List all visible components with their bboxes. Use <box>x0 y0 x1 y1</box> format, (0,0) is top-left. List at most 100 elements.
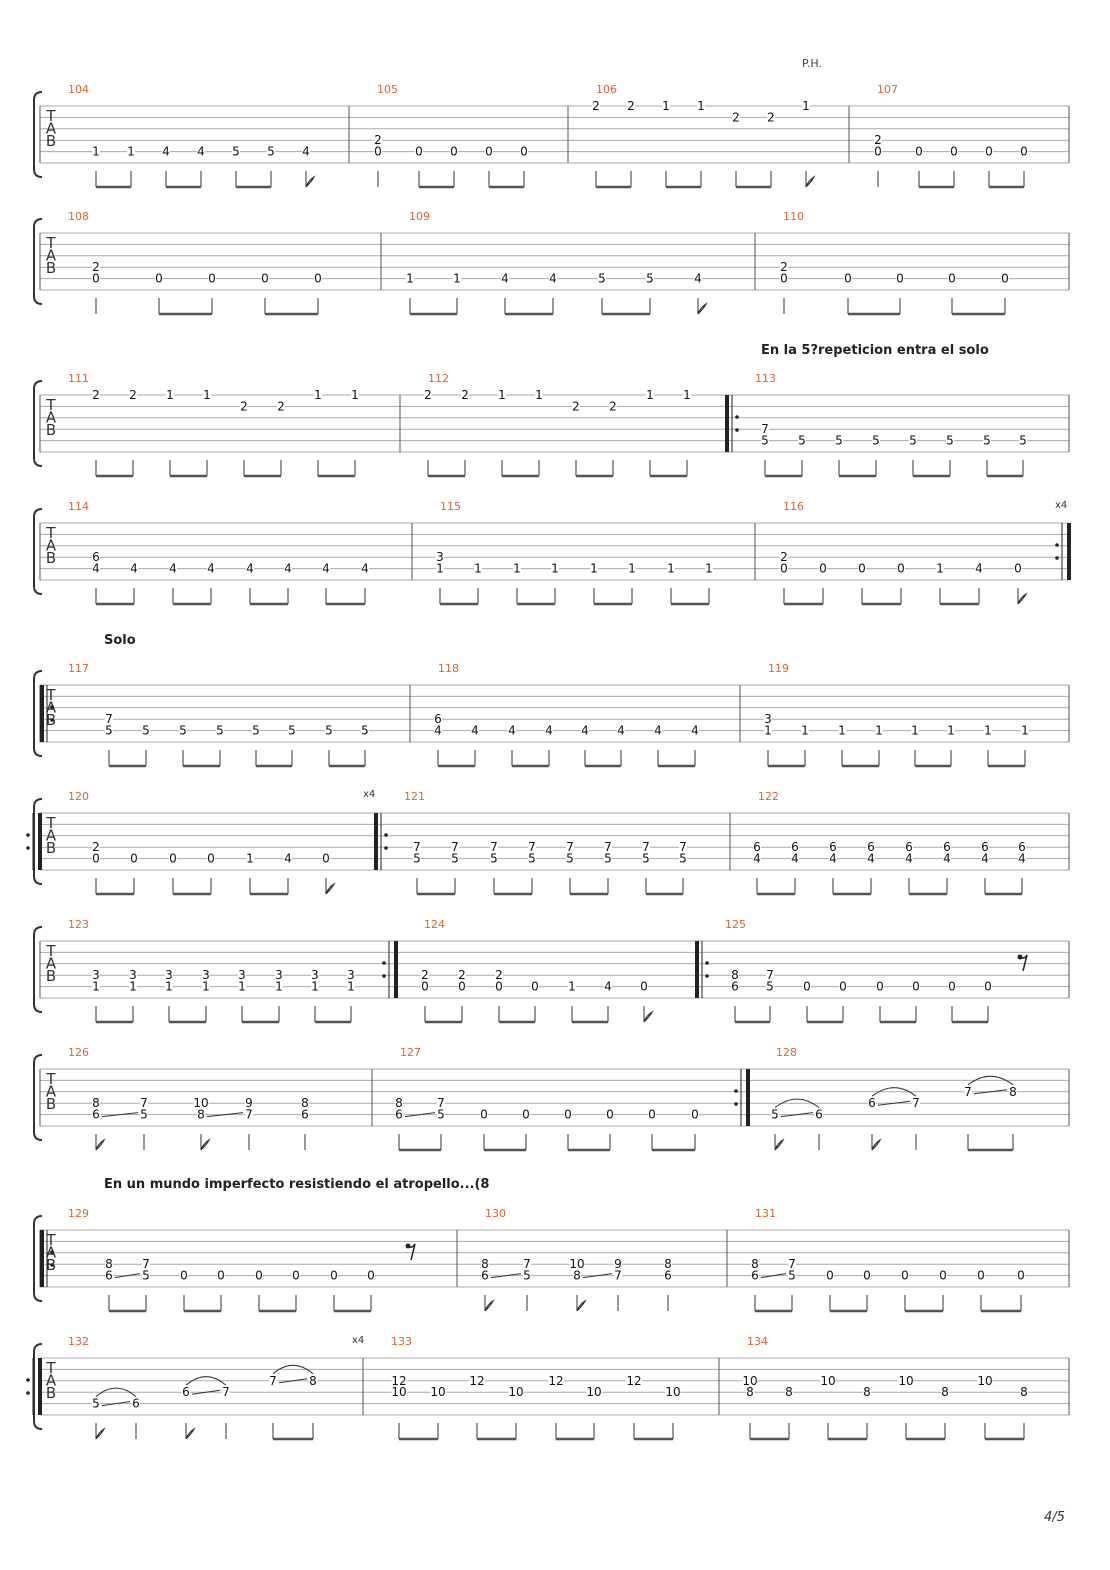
fret-number: 0 <box>844 272 852 286</box>
fret-number: 0 <box>564 1108 572 1122</box>
measure-number: 106 <box>596 83 617 96</box>
fret-bg <box>548 1374 564 1387</box>
fret-number: 4 <box>302 145 310 159</box>
fret-bg <box>481 1269 489 1282</box>
fret-number: 1 <box>474 562 482 576</box>
fret-bg <box>683 389 691 401</box>
fret-bg <box>314 389 322 401</box>
fret-number: 0 <box>691 1108 699 1122</box>
fret-bg <box>732 111 740 124</box>
page-number: 4/5 <box>1044 1510 1065 1525</box>
fret-number: 2 <box>627 99 635 113</box>
fret-bg <box>92 261 100 274</box>
fret-bg <box>395 1097 403 1110</box>
repeat-dot <box>50 1263 54 1267</box>
fret-number: 3 <box>347 968 355 982</box>
fret-bg <box>513 562 521 575</box>
fret-number: 8 <box>105 1257 113 1271</box>
fret-number: 5 <box>142 1269 150 1283</box>
fret-number: 4 <box>691 724 699 738</box>
slide-line <box>101 1401 131 1407</box>
fret-number: 1 <box>129 980 137 994</box>
fret-bg <box>898 1374 914 1387</box>
fret-number: 0 <box>367 1269 375 1283</box>
fret-number: 10 <box>977 1374 992 1388</box>
fret-number: 7 <box>761 422 769 436</box>
fret-bg <box>535 389 543 401</box>
fret-bg <box>528 852 536 865</box>
measure-number: 111 <box>68 372 89 385</box>
system-bracket <box>33 926 43 1013</box>
fret-bg <box>606 1108 614 1121</box>
fret-bg <box>129 980 137 993</box>
fret-number: 2 <box>767 110 775 124</box>
system-bracket <box>33 91 43 178</box>
fret-number: 0 <box>330 1269 338 1283</box>
tab-clef-letter-a: A <box>46 1083 57 1101</box>
fret-bg <box>458 969 466 982</box>
tie-arc <box>871 1087 917 1097</box>
fret-bg <box>863 1269 871 1282</box>
fret-bg <box>771 1108 779 1121</box>
fret-bg <box>437 1108 445 1121</box>
fret-number: 1 <box>347 980 355 994</box>
repeat-dot <box>50 1250 54 1254</box>
fret-number: 1 <box>238 980 246 994</box>
fret-bg <box>984 980 992 993</box>
system-bracket <box>33 1343 43 1430</box>
fret-bg <box>785 1386 793 1399</box>
fret-bg <box>458 980 466 993</box>
fret-number: 2 <box>592 99 600 113</box>
fret-bg <box>761 423 769 436</box>
fret-number: 6 <box>182 1385 190 1399</box>
fret-bg <box>421 980 429 993</box>
fret-bg <box>667 562 675 575</box>
fret-number: 4 <box>361 562 369 576</box>
note-flag <box>484 1299 495 1312</box>
fret-bg <box>839 980 847 993</box>
fret-number: 0 <box>985 145 993 159</box>
fret-number: 2 <box>609 399 617 413</box>
fret-bg <box>180 1269 188 1282</box>
fret-bg <box>92 1097 100 1110</box>
fret-bg <box>469 1374 485 1387</box>
fret-bg <box>140 1097 148 1110</box>
fret-bg <box>330 1269 338 1282</box>
fret-bg <box>169 852 177 865</box>
fret-number: 8 <box>785 1385 793 1399</box>
repeat-start-thick <box>695 941 699 998</box>
fret-bg <box>434 713 442 726</box>
note-flag <box>576 1299 587 1312</box>
tab-clef-letter-a: A <box>46 1372 57 1390</box>
fret-number: 7 <box>912 1096 920 1110</box>
fret-number: 2 <box>421 968 429 982</box>
tie-arc <box>272 1364 314 1375</box>
fret-bg <box>480 1108 488 1121</box>
fret-bg <box>232 145 240 158</box>
fret-number: 4 <box>284 852 292 866</box>
fret-bg <box>92 562 100 575</box>
fret-bg <box>523 1269 531 1282</box>
fret-number: 7 <box>766 968 774 982</box>
fret-number: 5 <box>642 852 650 866</box>
fret-bg <box>985 145 993 158</box>
fret-bg <box>948 980 956 993</box>
fret-number: 10 <box>898 1374 913 1388</box>
fret-bg <box>975 562 983 575</box>
fret-bg <box>391 1386 407 1399</box>
fret-number: 7 <box>451 840 459 854</box>
fret-number: 4 <box>829 852 837 866</box>
note-flag <box>1017 592 1028 605</box>
fret-number: 2 <box>458 968 466 982</box>
fret-number: 5 <box>604 852 612 866</box>
fret-number: 4 <box>169 562 177 576</box>
fret-bg <box>92 1397 100 1410</box>
fret-bg <box>791 852 799 865</box>
fret-bg <box>946 434 954 447</box>
fret-bg <box>351 389 359 401</box>
fret-number: 2 <box>374 133 382 147</box>
fret-bg <box>943 841 951 854</box>
fret-number: 4 <box>246 562 254 576</box>
fret-bg <box>626 1374 642 1387</box>
tie-arc <box>967 1075 1014 1086</box>
